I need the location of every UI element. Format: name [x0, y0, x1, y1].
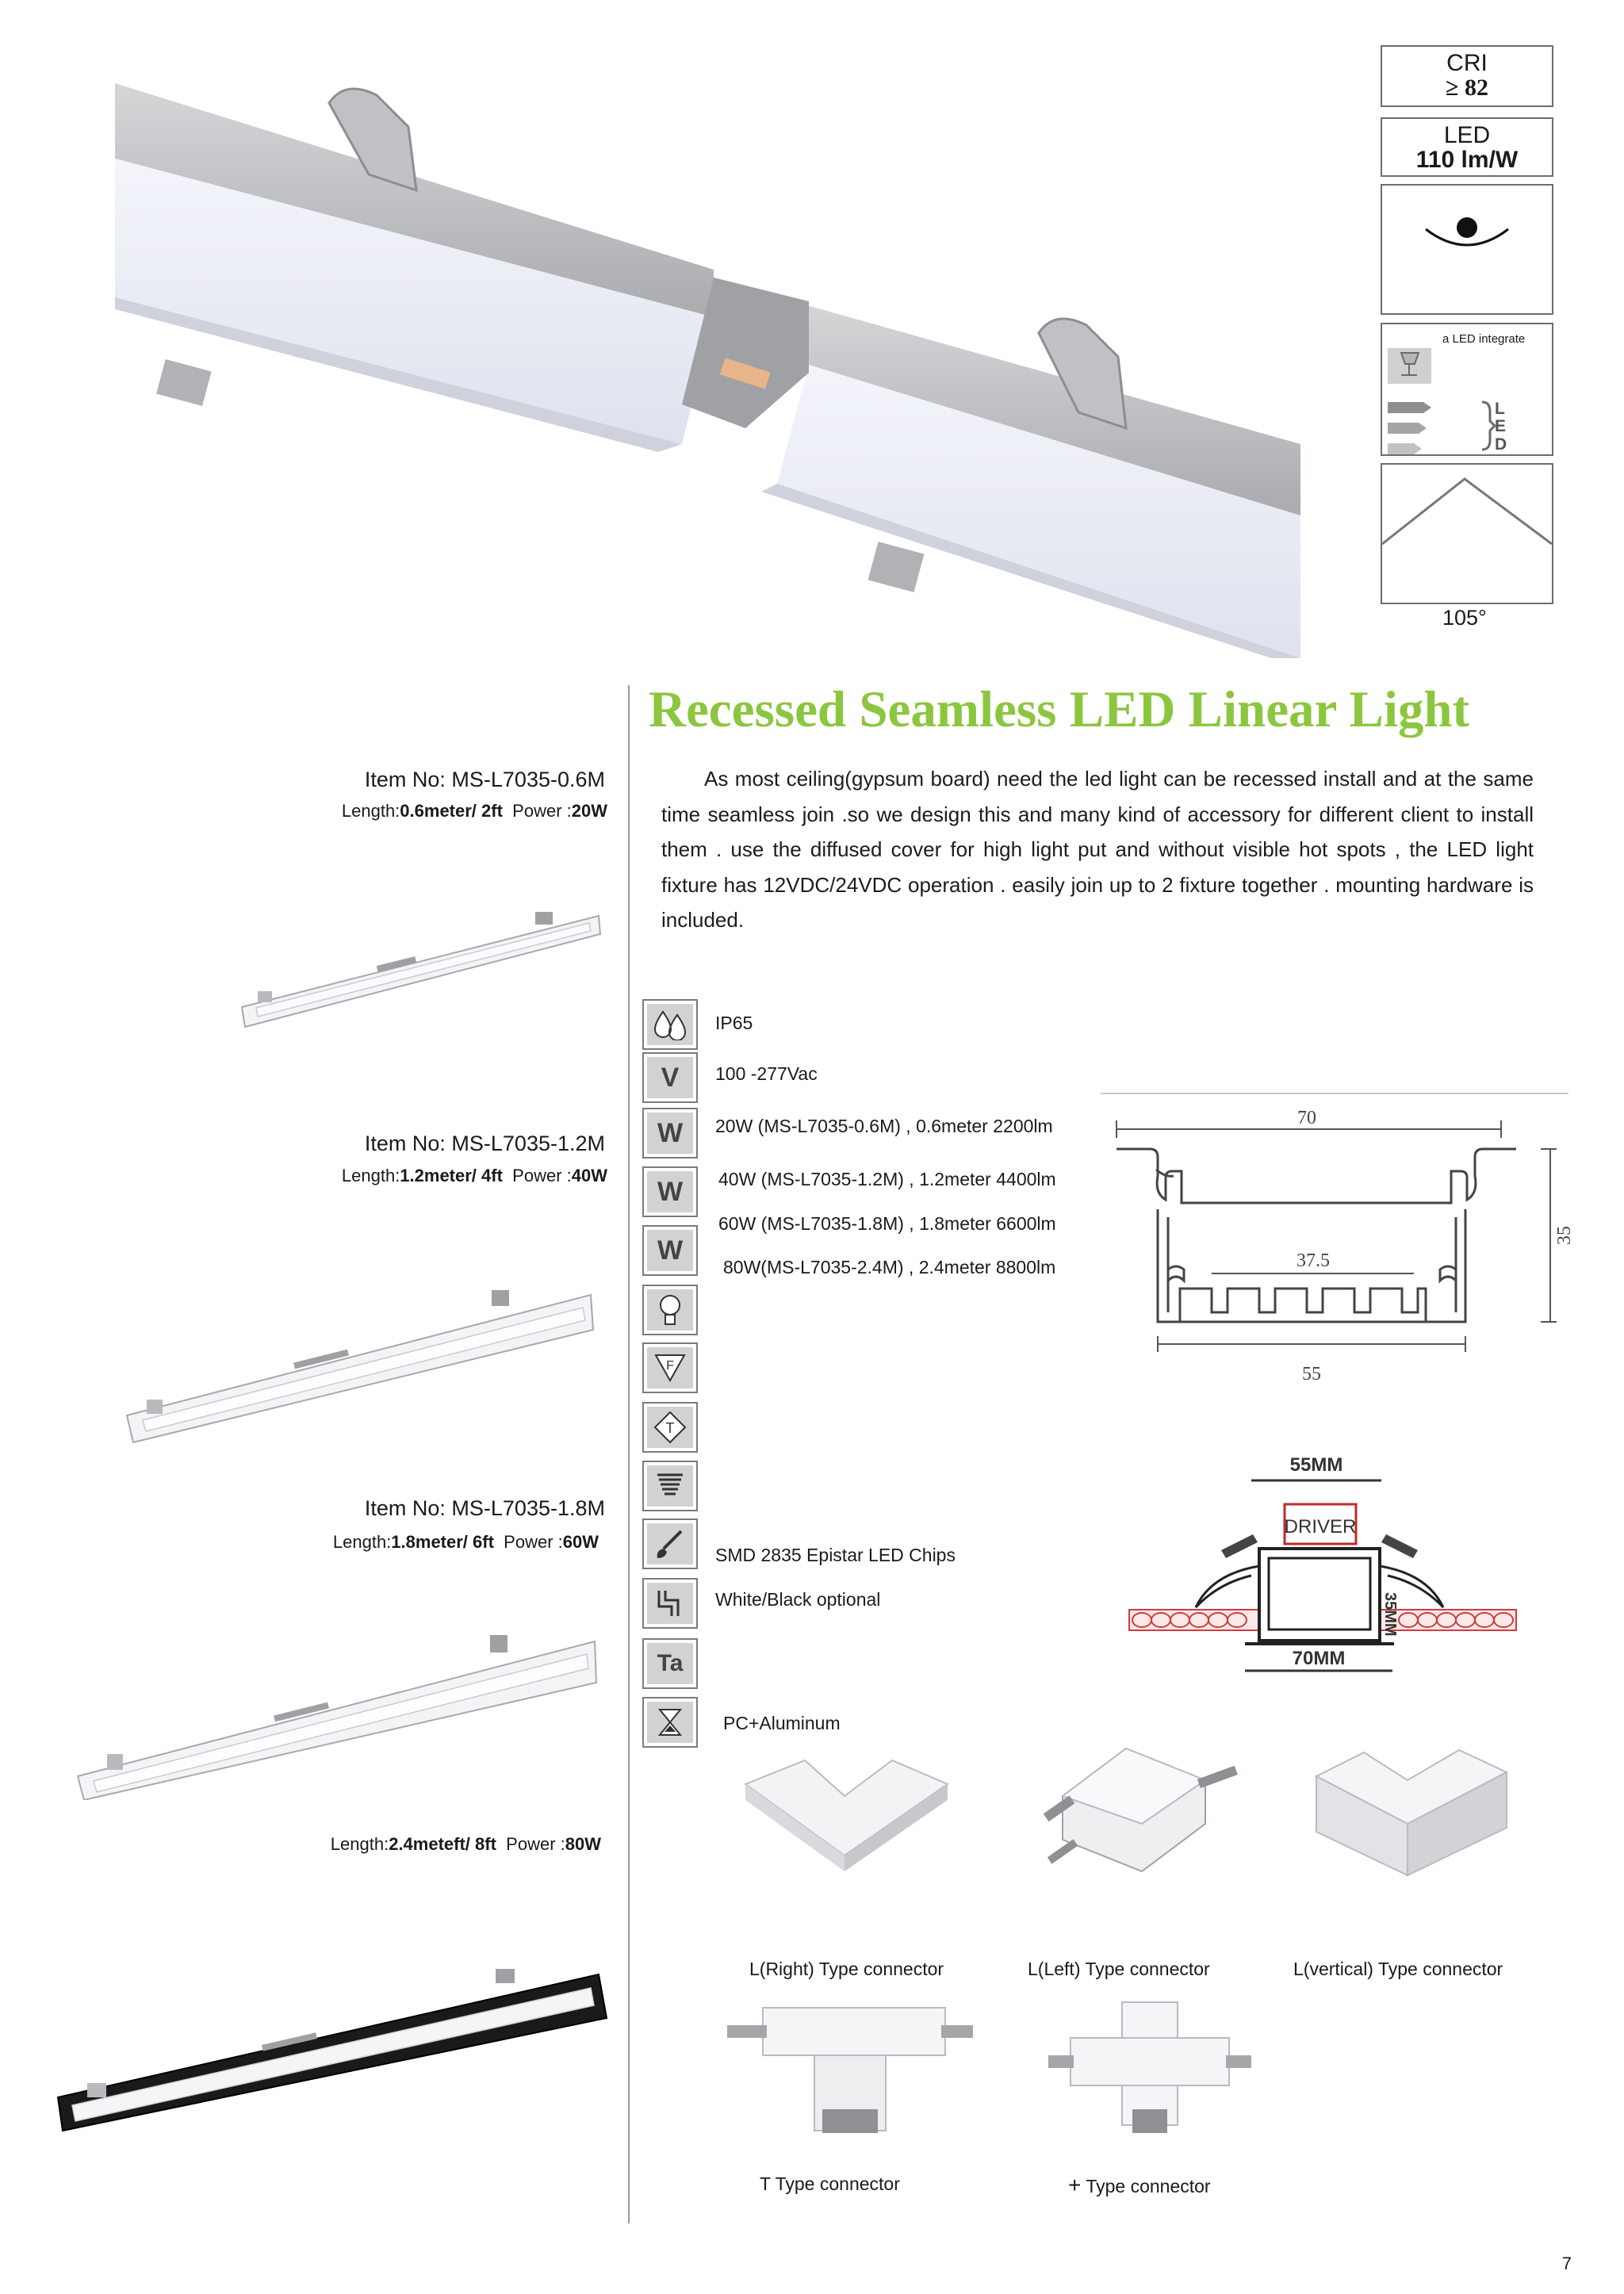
hero-product-image — [115, 83, 1300, 658]
voltage-icon: V — [642, 1052, 698, 1103]
f-mark-icon: F — [642, 1342, 698, 1393]
lens-icon — [642, 1461, 698, 1511]
installation-drawing: 55MM DRIVER 35MM 70MM — [1128, 1454, 1517, 1672]
led-integrate-text: a LED integrate — [1442, 332, 1526, 346]
description-text: As most ceiling(gypsum board) need the l… — [661, 767, 1534, 932]
led-label: LED — [1443, 122, 1491, 148]
bulb-icon — [642, 1285, 698, 1335]
svg-text:F: F — [666, 1359, 674, 1373]
connector-image-l-right — [743, 1759, 950, 1871]
connector-image-l-vertical — [1314, 1748, 1509, 1877]
product-description: As most ceiling(gypsum board) need the l… — [661, 761, 1534, 938]
svg-text:70: 70 — [1297, 1108, 1316, 1128]
color-text: White/Black optional — [715, 1589, 881, 1610]
energy-letter-e: E — [1495, 417, 1507, 435]
power-text-4: 80W(MS-L7035-2.4M) , 2.4meter 8800lm — [723, 1257, 1056, 1277]
voltage-text: 100 -277Vac — [715, 1063, 818, 1084]
item-spec-2-4m: Length:2.4meteft/ 8ft Power :80W — [330, 1834, 601, 1854]
svg-text:37.5: 37.5 — [1297, 1250, 1330, 1271]
material-text: PC+Aluminum — [723, 1713, 841, 1733]
wattage-icon: W — [642, 1166, 698, 1217]
svg-text:DRIVER: DRIVER — [1285, 1516, 1357, 1538]
profile-section-drawing: 70 37.5 35 55 — [1101, 1093, 1575, 1384]
item-no-1-2m: Item No: MS-L7035-1.2M — [364, 1132, 605, 1155]
cri-label: CRI — [1446, 50, 1488, 76]
energy-label-box: a LED integrate L E D — [1381, 323, 1553, 456]
eye-icon — [1425, 217, 1509, 247]
profile-shape-icon — [642, 1578, 698, 1629]
caption-plus-connector: + Type connector — [1068, 2173, 1211, 2197]
energy-rating-icon — [1388, 348, 1497, 454]
divider-line — [628, 685, 630, 2223]
page-title: Recessed Seamless LED Linear Light — [649, 681, 1470, 738]
hourglass-icon — [642, 1697, 698, 1748]
power-text-3: 60W (MS-L7035-1.8M) , 1.8meter 6600lm — [718, 1213, 1056, 1234]
svg-text:35MM: 35MM — [1381, 1592, 1399, 1637]
led-efficacy-value: 110 lm/W — [1415, 147, 1519, 173]
caption-l-left-connector: L(Left) Type connector — [1028, 1959, 1210, 1979]
fixture-image-1-8m — [76, 1635, 598, 1800]
connector-image-plus — [1048, 2001, 1251, 2133]
caption-t-connector: T Type connector — [760, 2173, 900, 2194]
svg-text:70MM: 70MM — [1293, 1648, 1346, 1669]
caption-l-right-connector: L(Right) Type connector — [749, 1959, 944, 1979]
item-spec-1-2m: Length:1.2meter/ 4ft Power :40W — [341, 1166, 607, 1185]
fixture-image-1-2m — [125, 1290, 595, 1444]
svg-text:55: 55 — [1302, 1364, 1321, 1384]
power-text-1: 20W (MS-L7035-0.6M) , 0.6meter 2200lm — [715, 1116, 1053, 1136]
connector-image-t — [727, 2007, 973, 2133]
item-spec-1-8m: Length:1.8meter/ 6ft Power :60W — [332, 1532, 599, 1552]
connector-image-l-left — [1043, 1747, 1238, 1873]
power-text-2: 40W (MS-L7035-1.2M) , 1.2meter 4400lm — [718, 1169, 1056, 1189]
brush-icon — [642, 1518, 698, 1569]
beam-angle-box — [1381, 463, 1553, 604]
cri-box: CRI ≥ 82 — [1381, 45, 1553, 107]
svg-text:35: 35 — [1554, 1226, 1575, 1245]
item-spec-0-6m: Length:0.6meter/ 2ft Power :20W — [341, 801, 607, 821]
energy-letter-l: L — [1495, 400, 1505, 418]
ambient-temp-icon: Ta — [642, 1638, 698, 1689]
waterproof-icon — [642, 999, 698, 1050]
beam-angle-icon — [1381, 477, 1553, 546]
item-no-0-6m: Item No: MS-L7035-0.6M — [364, 768, 605, 791]
fixture-image-0-6m — [240, 912, 602, 1028]
led-efficacy-box: LED 110 lm/W — [1381, 117, 1553, 177]
page-number: 7 — [1561, 2254, 1572, 2273]
wattage-icon: W — [642, 1108, 698, 1158]
fixture-image-2-4m — [56, 1969, 608, 2132]
energy-letter-d: D — [1495, 435, 1507, 454]
beam-angle-value: 105° — [1442, 606, 1487, 630]
svg-text:T: T — [666, 1420, 675, 1436]
ip-rating-text: IP65 — [715, 1013, 753, 1033]
caption-l-vertical-connector: L(vertical) Type connector — [1293, 1959, 1503, 1979]
plus-symbol: + — [1068, 2173, 1082, 2197]
eye-comfort-box — [1381, 184, 1553, 315]
item-no-1-8m: Item No: MS-L7035-1.8M — [364, 1496, 605, 1520]
cri-value: ≥ 82 — [1446, 75, 1488, 101]
chips-text: SMD 2835 Epistar LED Chips — [715, 1545, 956, 1565]
wattage-icon: W — [642, 1225, 698, 1276]
temperature-icon: T — [642, 1402, 698, 1453]
svg-text:55MM: 55MM — [1290, 1454, 1343, 1476]
